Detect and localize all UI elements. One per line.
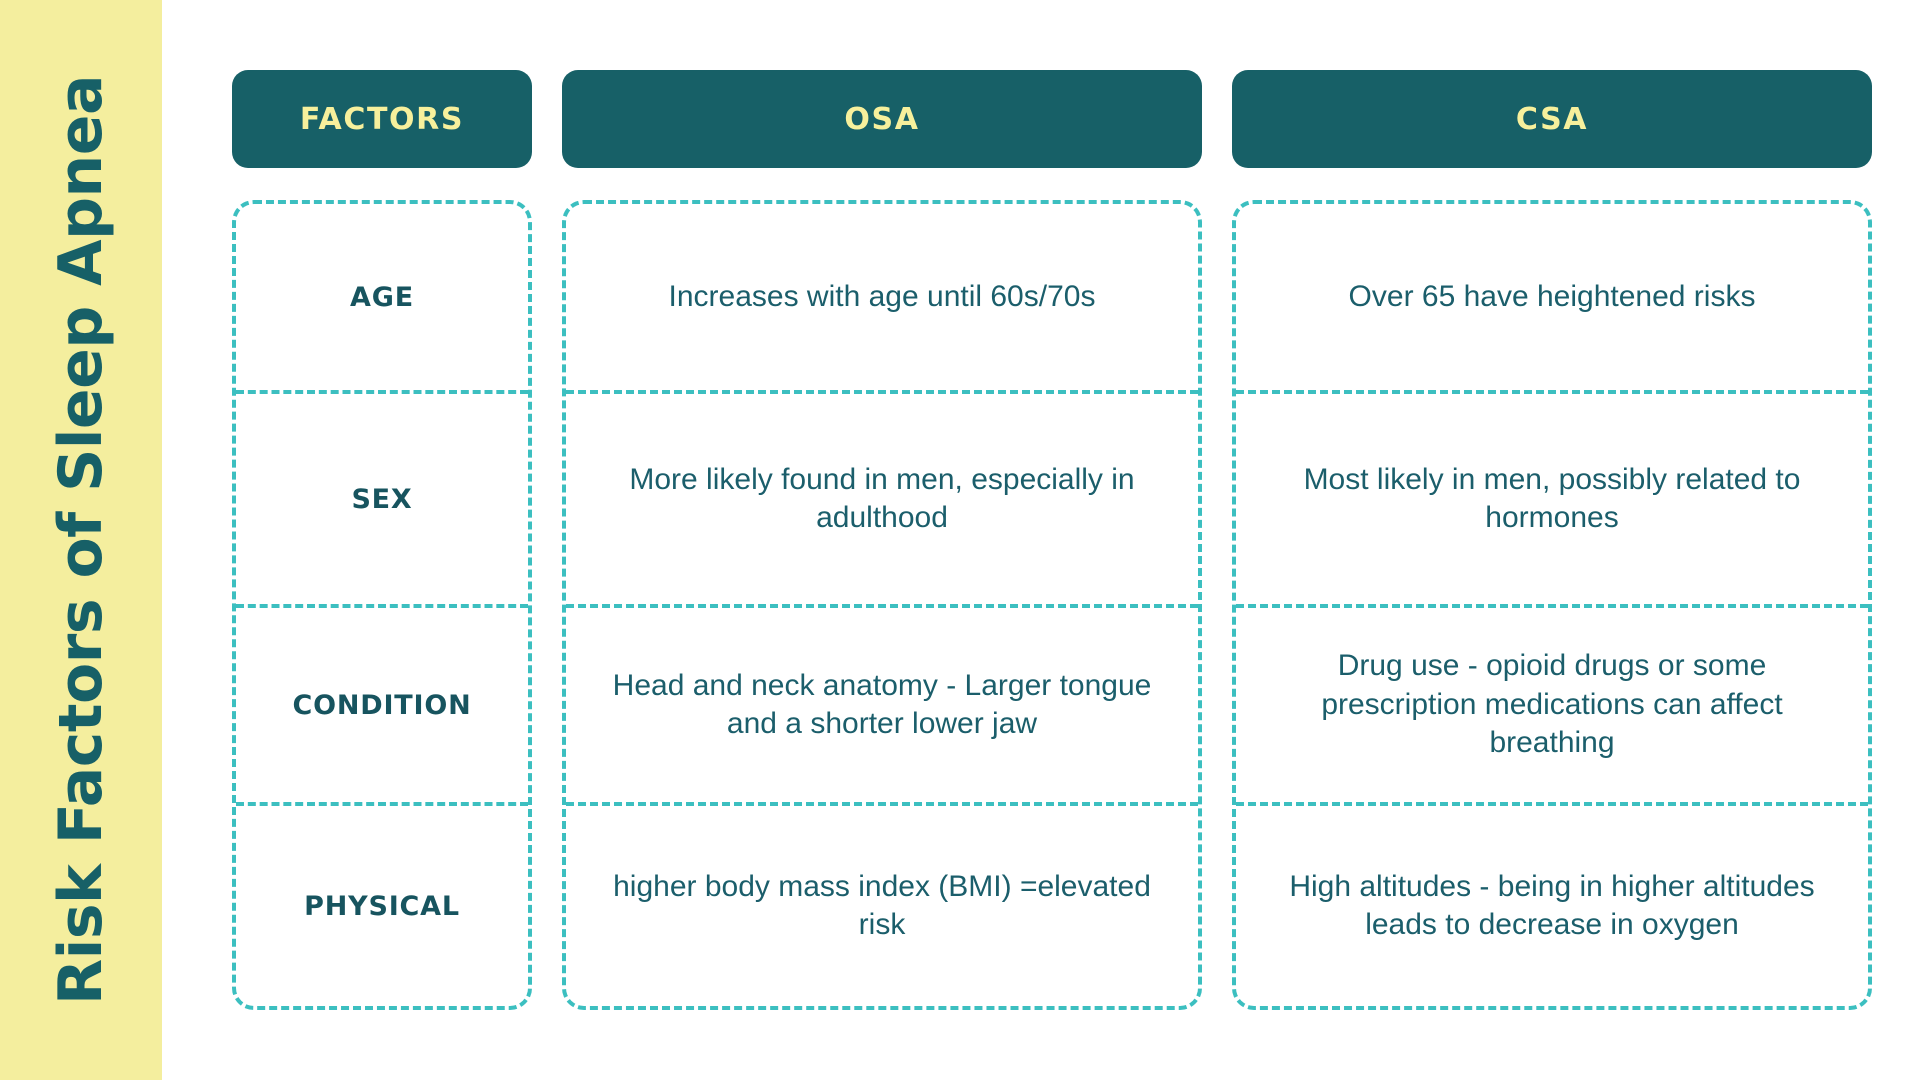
table-row: Head and neck anatomy - Larger tongue an… [566,608,1198,806]
cell-csa-age: Over 65 have heightened risks [1348,279,1756,313]
column-body-factors: AGE SEX CONDITION PHYSICAL [232,200,532,1010]
cell-csa-sex: Most likely in men, possibly related to … [1303,462,1801,534]
column-header-osa: OSA [562,70,1202,168]
risk-factors-table: FACTORS OSA CSA AGE SEX CONDITION PHYSIC… [232,0,1872,1080]
table-row: CONDITION [236,608,528,806]
cell-osa-condition: Head and neck anatomy - Larger tongue an… [612,668,1152,740]
table-row: Increases with age until 60s/70s [566,204,1198,394]
table-row: More likely found in men, especially in … [566,394,1198,608]
table-row: Most likely in men, possibly related to … [1236,394,1868,608]
sidebar: Risk Factors of Sleep Apnea [0,0,162,1080]
table-row: AGE [236,204,528,394]
table-row: Over 65 have heightened risks [1236,204,1868,394]
factor-label-condition: CONDITION [292,689,472,721]
cell-osa-physical: higher body mass index (BMI) =elevated r… [613,869,1151,941]
table-row: PHYSICAL [236,806,528,1006]
factor-label-sex: SEX [351,483,413,515]
cell-csa-physical: High altitudes - being in higher altitud… [1289,869,1815,941]
page-title: Risk Factors of Sleep Apnea [46,75,116,1005]
factor-label-age: AGE [350,281,414,313]
cell-csa-condition: Drug use - opioid drugs or some prescrip… [1321,649,1783,760]
factor-label-physical: PHYSICAL [304,890,460,922]
cell-osa-sex: More likely found in men, especially in … [629,462,1135,534]
table-row: High altitudes - being in higher altitud… [1236,806,1868,1006]
table-row: Drug use - opioid drugs or some prescrip… [1236,608,1868,806]
column-header-csa: CSA [1232,70,1872,168]
table-body: AGE SEX CONDITION PHYSICAL Increases wit… [232,200,1872,1010]
table-header-row: FACTORS OSA CSA [232,70,1872,168]
column-body-osa: Increases with age until 60s/70s More li… [562,200,1202,1010]
column-header-factors: FACTORS [232,70,532,168]
column-body-csa: Over 65 have heightened risks Most likel… [1232,200,1872,1010]
cell-osa-age: Increases with age until 60s/70s [668,279,1096,313]
table-row: higher body mass index (BMI) =elevated r… [566,806,1198,1006]
table-row: SEX [236,394,528,608]
